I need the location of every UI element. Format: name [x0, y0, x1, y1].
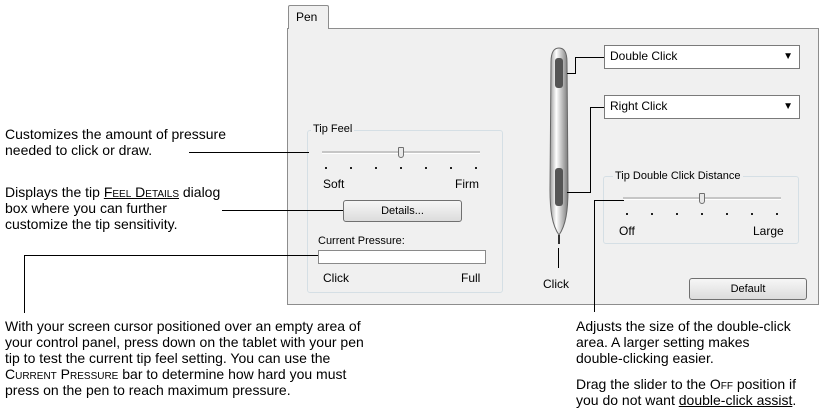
double-click-callout-leader [594, 200, 624, 201]
upper-side-switch-dropdown[interactable]: Double Click ▼ [604, 45, 800, 69]
tip-feel-max-label: Firm [455, 177, 479, 191]
double-click-distance-slider-thumb[interactable] [699, 193, 705, 204]
slider-tick [450, 167, 452, 169]
double-click-distance-label: Tip Double Click Distance [613, 170, 743, 182]
slider-tick [350, 167, 352, 169]
connector-line [590, 107, 604, 108]
double-click-distance-min-label: Off [619, 224, 635, 238]
drag-text: . [792, 392, 797, 408]
pressure-test-line: press on the pen to reach maximum pressu… [5, 382, 291, 398]
tip-feel-min-label: Soft [323, 177, 345, 191]
double-click-distance-max-label: Large [753, 224, 784, 238]
slider-tick [651, 213, 653, 215]
details-callout-text: dialog [179, 184, 221, 200]
upper-side-switch-value: Double Click [610, 49, 678, 63]
slider-tick [701, 213, 703, 215]
connector-line [567, 192, 591, 193]
double-click-line: area. A larger setting makes [576, 334, 750, 350]
lower-side-switch-dropdown[interactable]: Right Click ▼ [604, 95, 800, 119]
slider-tick [676, 213, 678, 215]
pressure-test-callout-leader [24, 255, 25, 313]
pressure-test-line: tip to test the current tip feel setting… [5, 350, 331, 366]
slider-tick [475, 167, 477, 169]
connector-line [575, 57, 604, 58]
drag-text: Drag the slider to the [576, 376, 710, 392]
connector-line [567, 73, 576, 74]
double-click-line: Adjusts the size of the double-click [576, 318, 791, 334]
connector-line [558, 248, 559, 268]
details-button[interactable]: Details... [343, 200, 462, 222]
double-click-line: double-clicking easier. [576, 350, 714, 366]
current-pressure-label: Current Pressure: [318, 235, 405, 247]
slider-tick [751, 213, 753, 215]
double-click-callout: Adjusts the size of the double-click are… [576, 318, 796, 408]
details-callout-text: Displays the tip [5, 184, 104, 200]
default-button[interactable]: Default [689, 278, 807, 300]
chevron-down-icon: ▼ [783, 101, 793, 112]
current-pressure-term: Current Pressure [5, 366, 119, 382]
double-click-callout-leader [594, 200, 595, 312]
pressure-min-label: Click [323, 271, 349, 285]
pressure-test-callout-leader [24, 255, 318, 256]
chevron-down-icon: ▼ [783, 51, 793, 62]
pressure-test-line: Current Pressure bar to determine how ha… [5, 366, 364, 382]
slider-tick [400, 167, 402, 169]
slider-tick [776, 213, 778, 215]
double-click-assist-link: double-click assist [678, 392, 793, 408]
pressure-callout-line: Customizes the amount of pressure [5, 126, 226, 142]
pressure-callout-leader [189, 152, 309, 153]
pen-tip-label: Click [543, 277, 569, 291]
slider-tick [325, 167, 327, 169]
slider-tick [375, 167, 377, 169]
current-pressure-bar [318, 250, 486, 264]
details-callout-leader [222, 210, 343, 211]
slider-tick [726, 213, 728, 215]
pressure-test-callout: With your screen cursor positioned over … [5, 318, 364, 398]
pressure-max-label: Full [461, 271, 481, 285]
slider-tick [626, 213, 628, 215]
tab-pen-label: Pen [296, 10, 318, 24]
lower-side-switch-value: Right Click [610, 99, 668, 113]
details-callout-line: Displays the tip Feel Details dialog [5, 184, 220, 200]
tip-feel-group [307, 130, 503, 293]
drag-text: you do not want [576, 392, 679, 408]
tip-feel-slider-thumb[interactable] [398, 147, 404, 158]
drag-line: you do not want double-click assist. [576, 392, 796, 408]
tip-feel-label: Tip Feel [311, 123, 355, 135]
drag-text: position if [732, 376, 797, 392]
pressure-test-line: your control panel, press down on the ta… [5, 334, 364, 350]
pen-illustration [549, 47, 569, 244]
connector-line [590, 107, 591, 192]
pressure-test-line: With your screen cursor positioned over … [5, 318, 361, 334]
connector-line [575, 57, 576, 73]
slider-tick [425, 167, 427, 169]
details-callout-line: customize the tip sensitivity. [5, 216, 178, 232]
pressure-test-text: bar to determine how hard you must [118, 366, 347, 382]
pressure-callout-line: needed to click or draw. [5, 142, 153, 158]
details-callout: Displays the tip Feel Details dialog box… [5, 184, 220, 232]
pressure-callout: Customizes the amount of pressure needed… [5, 126, 226, 158]
off-term: Off [709, 376, 733, 392]
details-callout-line: box where you can further [5, 200, 167, 216]
drag-line: Drag the slider to the Off position if [576, 376, 796, 392]
tab-pen[interactable]: Pen [288, 5, 329, 29]
feel-details-link: Feel Details [103, 184, 179, 200]
